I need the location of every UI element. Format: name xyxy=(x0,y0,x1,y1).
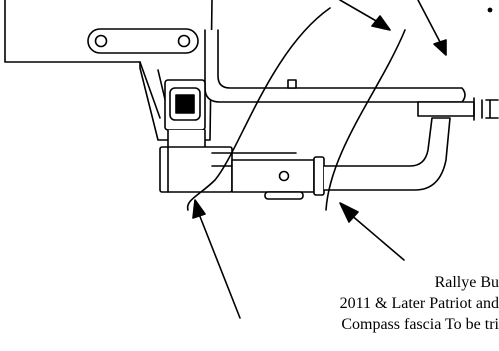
fascia-curve-right xyxy=(325,29,406,211)
collar-ring xyxy=(313,156,325,196)
extension-arm xyxy=(323,117,451,191)
frame-bar xyxy=(204,29,466,103)
bolt-hole-right xyxy=(177,34,191,48)
dot-marker xyxy=(487,7,493,13)
receiver-inner xyxy=(175,94,195,114)
leader-arrow-rallye xyxy=(339,202,405,261)
receiver-neck xyxy=(167,129,206,149)
note-line-3: Compass fascia To be tri xyxy=(341,316,499,333)
hitch-pin-hole xyxy=(278,170,290,182)
hitch-collar xyxy=(231,159,315,193)
fascia-curve-left xyxy=(186,7,331,211)
bolt-hole-left xyxy=(94,34,108,48)
bracket-slot xyxy=(87,28,199,54)
extension-pin xyxy=(473,97,499,121)
bar-bolt xyxy=(287,79,297,89)
leader-arrow-top-left xyxy=(339,0,391,31)
leader-arrow-fascia xyxy=(192,199,241,319)
extension-cap xyxy=(417,101,475,117)
note-line-2: 2011 & Later Patriot and xyxy=(339,295,499,312)
leader-arrow-top-right xyxy=(417,0,447,56)
note-line-1: Rallye Bu xyxy=(434,274,499,291)
collar-clip xyxy=(264,191,304,200)
